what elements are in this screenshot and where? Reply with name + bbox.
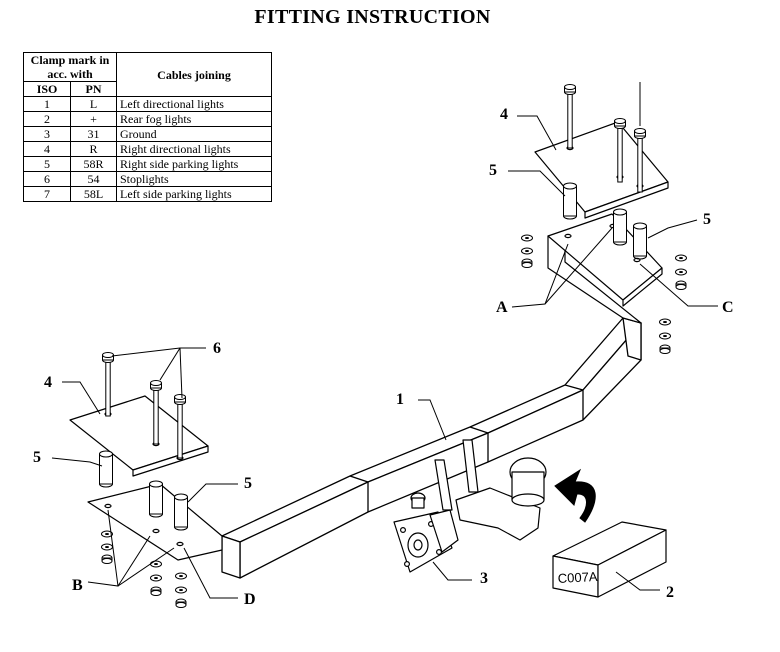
left-top-plate xyxy=(69,395,209,477)
callout-d: D xyxy=(244,591,256,608)
callout-3: 3 xyxy=(480,570,488,587)
cables-joining-table: Clamp mark in acc. with Cables joining I… xyxy=(22,52,272,202)
left-bracket xyxy=(87,483,223,561)
curved-arrow xyxy=(554,468,596,523)
callout-5-right-side: 5 xyxy=(703,211,711,228)
callout-4-left: 4 xyxy=(44,374,52,391)
desc-cell: Right side parking lights xyxy=(116,156,272,172)
callout-6: 6 xyxy=(213,340,221,357)
box-code: C007A xyxy=(557,569,598,586)
right-fasteners-right xyxy=(675,254,687,290)
pn-cell: 58R xyxy=(70,156,117,172)
desc-cell: Left side parking lights xyxy=(116,186,272,202)
callout-4-right: 4 xyxy=(500,106,508,123)
page-title: FITTING INSTRUCTION xyxy=(254,6,491,28)
right-fasteners-left xyxy=(521,234,533,268)
iso-cell: 7 xyxy=(22,186,72,202)
callout-5-left-side: 5 xyxy=(244,475,252,492)
right-top-plate xyxy=(534,121,669,219)
callout-a: A xyxy=(496,299,508,316)
callout-b: B xyxy=(72,577,83,594)
tow-ball-assembly xyxy=(393,439,547,573)
table-row: 2 + Rear fog lights xyxy=(22,111,272,127)
desc-cell: Right directional lights xyxy=(116,141,272,157)
table-row: 7 58L Left side parking lights xyxy=(22,186,272,202)
callout-1: 1 xyxy=(396,391,404,408)
parts-box xyxy=(552,521,667,598)
crossbar xyxy=(221,317,642,579)
table-row: 6 54 Stoplights xyxy=(22,171,272,187)
table-row: 5 58R Right side parking lights xyxy=(22,156,272,172)
callout-5-right-top: 5 xyxy=(489,162,497,179)
clamp-mark-header: Clamp mark in acc. with xyxy=(23,52,117,82)
right-fasteners-bottom xyxy=(659,318,671,354)
pn-header: PN xyxy=(70,81,117,97)
callout-5-left-top: 5 xyxy=(33,449,41,466)
callout-c: C xyxy=(722,299,734,316)
callout-2: 2 xyxy=(666,584,674,601)
leader-lines xyxy=(51,115,718,599)
table-row: 4 R Right directional lights xyxy=(22,141,272,157)
iso-cell: 4 xyxy=(22,141,72,157)
